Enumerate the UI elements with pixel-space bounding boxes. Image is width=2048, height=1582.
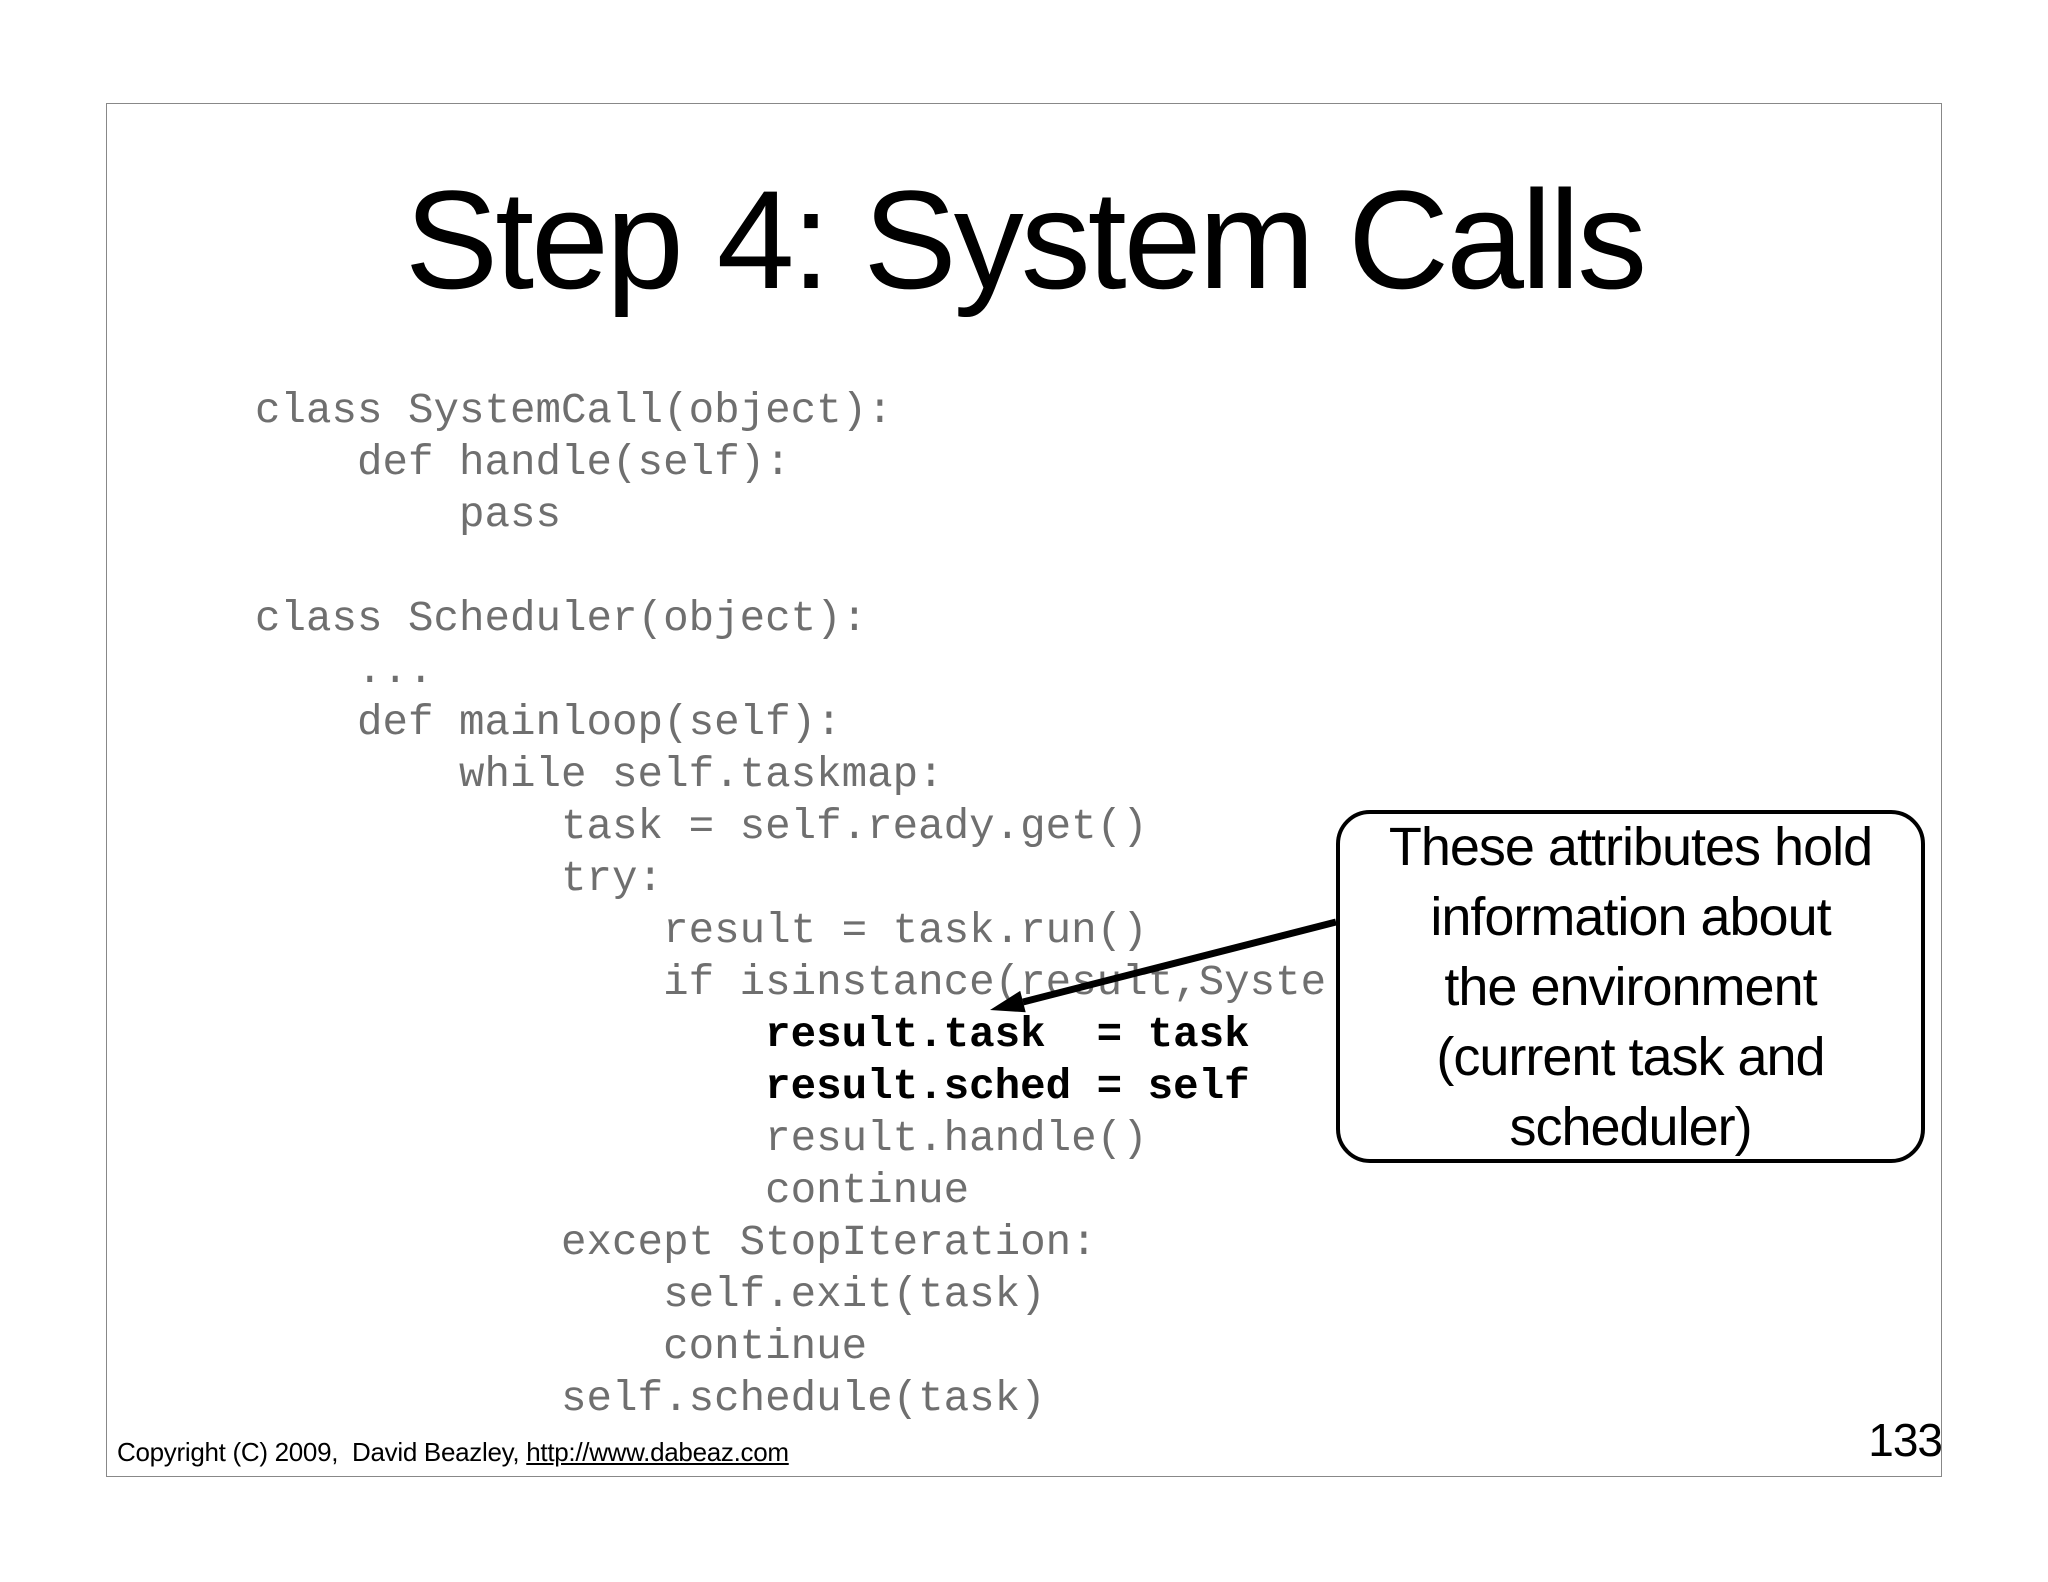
callout-line: information about [1430,886,1831,947]
code-line: def mainloop(self): [255,699,842,747]
code-line: while self.taskmap: [255,751,944,799]
slide-canvas [106,103,1942,1477]
code-line: self.schedule(task) [255,1375,1046,1423]
callout-line: (current task and [1436,1026,1825,1087]
code-line: task = self.ready.get() [255,803,1148,851]
code-line: def handle(self): [255,439,791,487]
callout-line: the environment [1444,956,1817,1017]
code-line: continue [255,1167,970,1215]
copyright-text: Copyright (C) 2009, David Beazley, [117,1437,527,1467]
callout-line: scheduler) [1509,1096,1752,1157]
code-line: except StopIteration: [255,1219,1097,1267]
code-line: class Scheduler(object): [255,595,868,643]
footer-url-link[interactable]: http://www.dabeaz.com [526,1437,789,1467]
callout-arrow-icon [990,918,1337,1013]
slide-title: Step 4: System Calls [404,161,1647,318]
callout-box: These attributes hold information about th… [1336,810,1925,1163]
code-line: ... [255,647,434,695]
code-line: result.sched = self [255,1063,1250,1111]
page-number: 133 [1868,1414,1943,1466]
callout-line: These attributes hold [1388,816,1873,877]
code-line: continue [255,1323,868,1371]
code-line [255,541,1326,593]
code-line: try: [255,855,664,903]
code-line: class SystemCall(object): [255,387,893,435]
code-line: self.exit(task) [255,1271,1046,1319]
code-line: pass [255,491,562,539]
code-block: class SystemCall(object): def handle(sel… [255,385,1326,1425]
footer: Copyright (C) 2009, David Beazley, http:… [117,1437,789,1468]
code-line: result.handle() [255,1115,1148,1163]
code-line: result = task.run() [255,907,1148,955]
code-line: result.task = task [255,1011,1250,1059]
